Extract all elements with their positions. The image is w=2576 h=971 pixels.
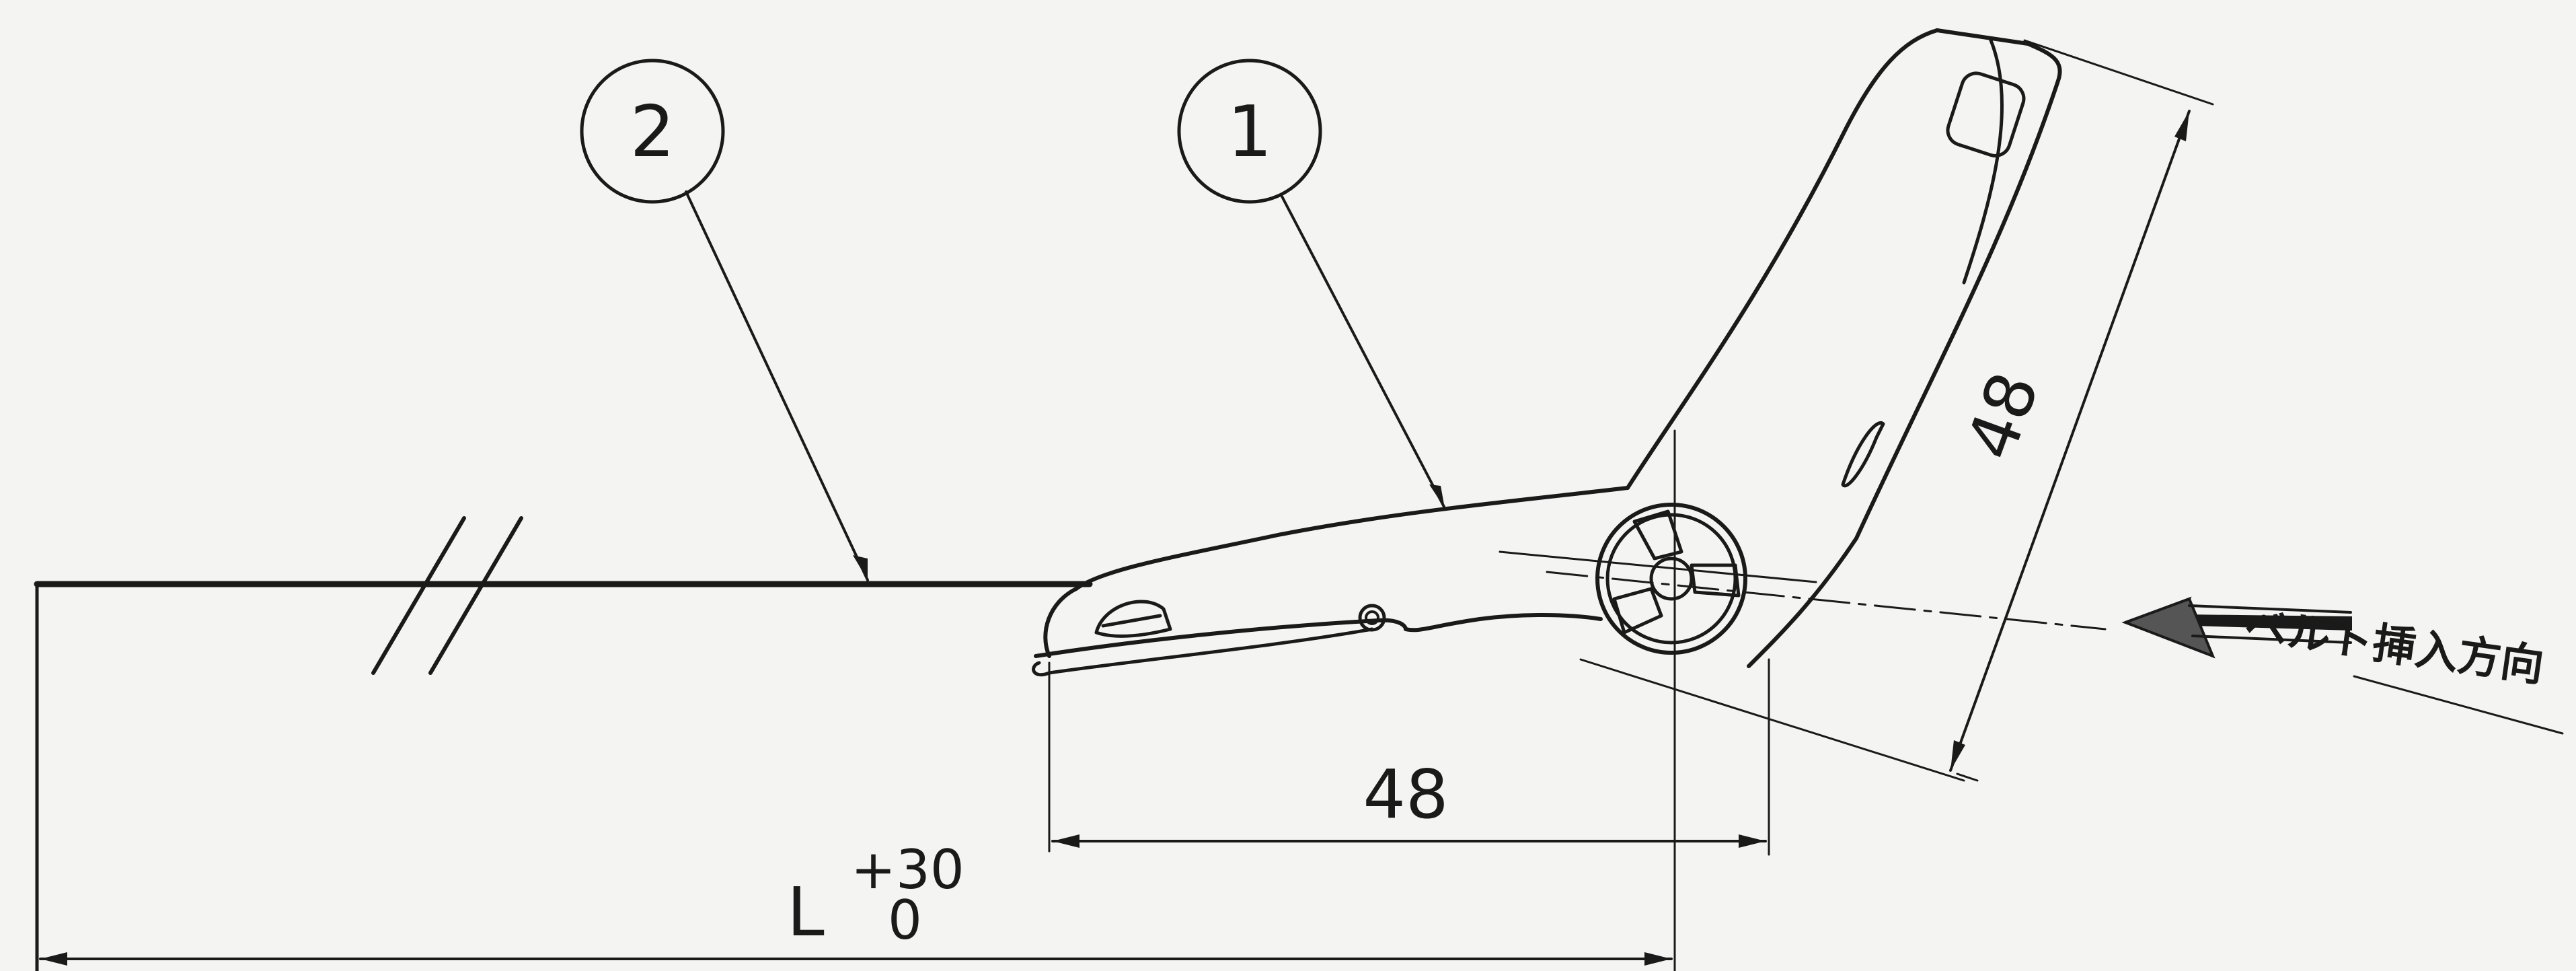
callout-1: 1 [1177,59,1446,509]
belt-strap [34,581,1093,971]
dimension-length-symbol: L [787,873,825,951]
dimension-angled-48: 48 [1949,39,2214,782]
break-marks [371,516,523,675]
dimension-angled-value: 48 [1951,362,2054,470]
dimension-length-upper-tolerance: +30 [851,838,964,901]
dimension-length: L +30 0 [39,429,1676,971]
callout-2: 2 [580,59,869,581]
dimension-horizontal-48: 48 [1048,658,1770,856]
callout-2-label: 2 [630,91,675,173]
dimension-length-lower-tolerance: 0 [888,889,922,951]
construction-lines [1499,550,2107,782]
insertion-direction-label: ベルト挿入方向 [2242,601,2547,692]
buckle-hook [1032,28,2062,677]
dimension-horizontal-value: 48 [1363,755,1448,834]
insertion-direction-arrow: ベルト挿入方向 [2121,596,2564,735]
callout-1-label: 1 [1227,91,1273,173]
